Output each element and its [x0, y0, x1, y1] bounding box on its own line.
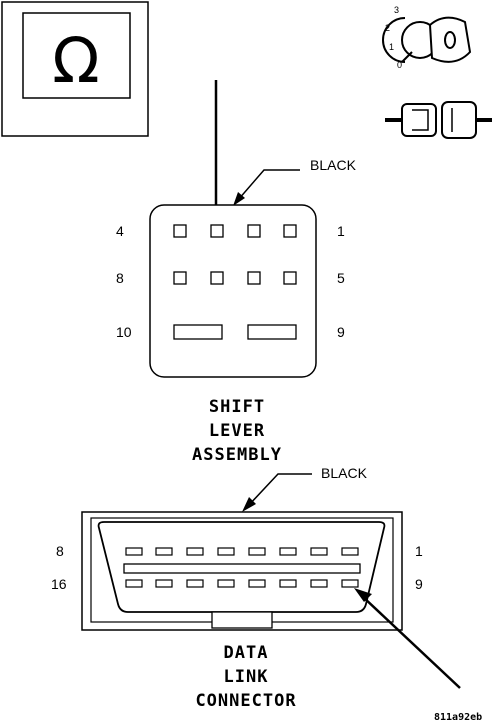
shift-pin-5: 5	[337, 270, 345, 286]
shift-pin-4: 4	[116, 223, 124, 239]
ohmmeter-icon: Ω	[1, 1, 149, 137]
shift-title-1: SHIFT	[209, 397, 265, 417]
dlc-pin-16: 16	[51, 576, 67, 592]
figure-reference: 811a92eb	[434, 712, 482, 723]
ignition-key-icon: 3 2 1 0	[382, 5, 472, 70]
dlc-pin-8: 8	[56, 543, 64, 559]
ign-pos-3: 3	[394, 5, 399, 15]
connector-disconnect-icon	[385, 101, 492, 139]
shift-pin-1: 1	[337, 223, 345, 239]
shift-title-3: ASSEMBLY	[192, 445, 282, 465]
data-link-connector: BLACK 8 1 16 9 DAT	[51, 465, 461, 711]
dlc-title-2: LINK	[224, 667, 269, 687]
ign-pos-0: 0	[397, 60, 402, 70]
dlc-pin-1: 1	[415, 543, 423, 559]
shift-wire-color-label: BLACK	[310, 157, 357, 173]
dlc-wire-color-label: BLACK	[321, 465, 368, 481]
shift-pin-10: 10	[116, 324, 132, 340]
dlc-pin-9: 9	[415, 576, 423, 592]
shift-lever-connector: BLACK 4 1 8 5 10 9 SHIFT LEVER ASSEMBLY	[116, 80, 357, 465]
shift-title-2: LEVER	[209, 421, 265, 441]
dlc-title-1: DATA	[224, 643, 269, 663]
shift-pin-8: 8	[116, 270, 124, 286]
dlc-title-3: CONNECTOR	[195, 691, 296, 711]
ohm-symbol: Ω	[52, 24, 99, 97]
shift-pin-9: 9	[337, 324, 345, 340]
ign-pos-1: 1	[389, 42, 394, 52]
